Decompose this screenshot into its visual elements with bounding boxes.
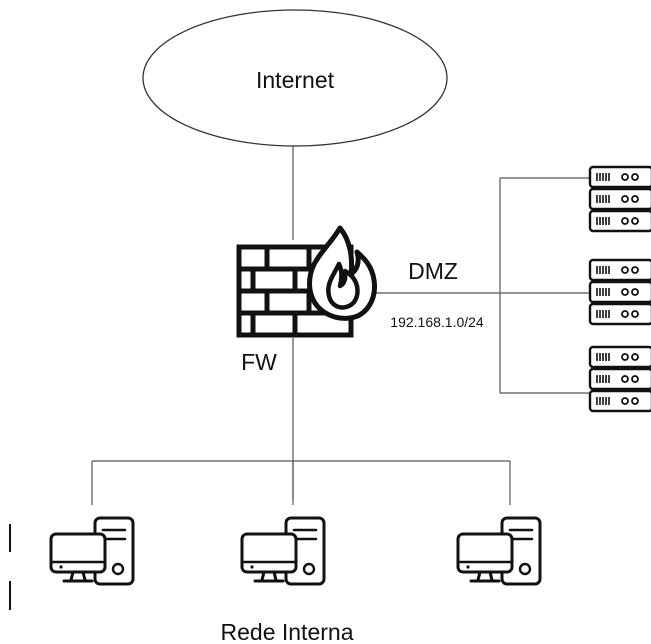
firewall-label: FW	[241, 349, 277, 375]
internal-network-label: Rede Interna	[221, 619, 354, 644]
desktop-computer-icon	[49, 516, 135, 586]
desktop-computer-icon	[456, 516, 542, 586]
desktop-computer-icon	[240, 516, 326, 586]
internet-node: Internet	[142, 9, 448, 147]
firewall-icon	[236, 225, 377, 338]
server-rack-icon	[588, 165, 651, 233]
server-rack-icon	[588, 258, 651, 326]
dmz-subnet-label: 192.168.1.0/24	[390, 314, 484, 330]
dmz-label: DMZ	[408, 258, 458, 284]
internet-label: Internet	[256, 67, 335, 93]
server-rack-icon	[588, 345, 651, 413]
